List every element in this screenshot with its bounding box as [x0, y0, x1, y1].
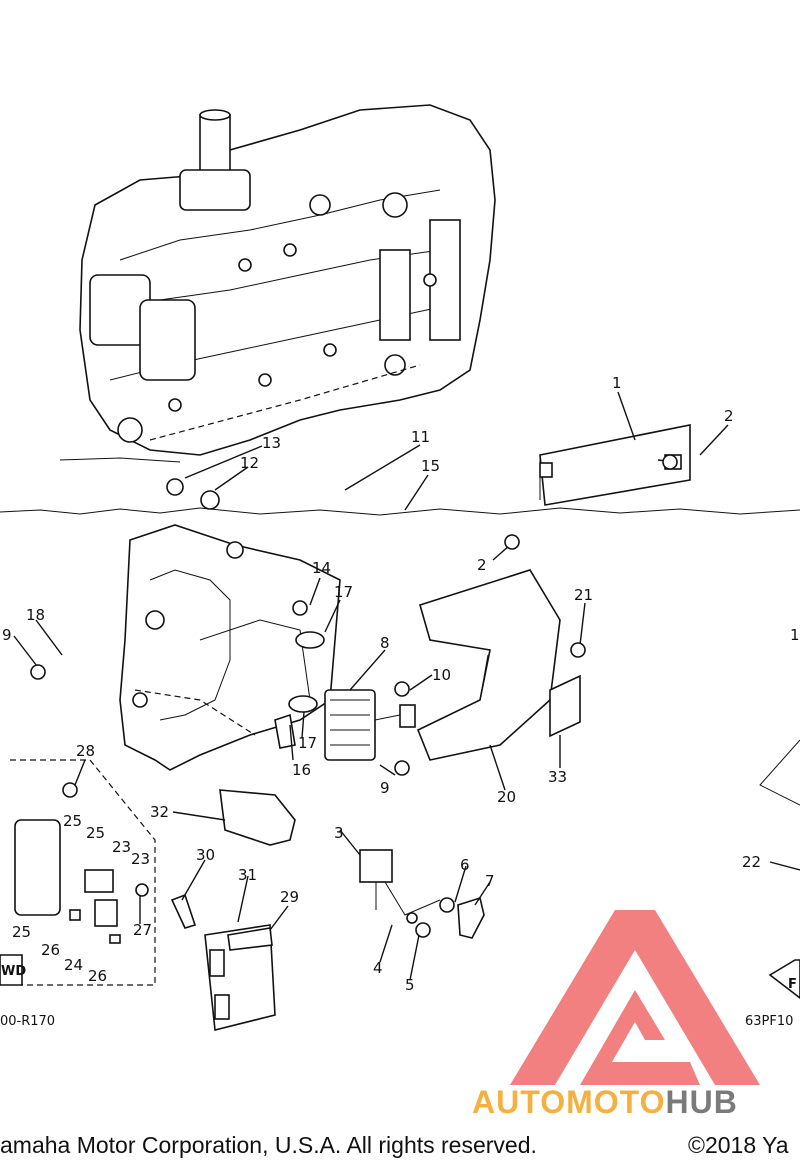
callout-27: 27: [133, 921, 152, 939]
callout-29: 29: [280, 888, 299, 906]
callout-26b: 26: [88, 967, 107, 985]
fwd-arrow-left: [0, 954, 23, 986]
callout-9b: 9: [380, 779, 390, 797]
callout-24: 24: [64, 956, 83, 974]
part-3-relay: [359, 849, 441, 924]
watermark-triangle-logo: [510, 910, 760, 1085]
callout-14: 14: [312, 559, 331, 577]
part-17-clamp-a: [295, 631, 325, 649]
callout-25c: 25: [12, 923, 31, 941]
part-32-protector: [219, 789, 296, 846]
fwd-label-right: F: [788, 977, 797, 992]
callout-16: 16: [292, 761, 311, 779]
drawing-code-left: 00-R170: [0, 1014, 55, 1029]
fwd-arrow-right: [768, 959, 800, 1000]
callout-25b: 25: [86, 824, 105, 842]
callout-33: 33: [548, 768, 567, 786]
callout-21: 21: [574, 586, 593, 604]
callout-22: 22: [742, 853, 761, 871]
callout-30: 30: [196, 846, 215, 864]
callout-17b: 17: [298, 734, 317, 752]
callout-23a: 23: [112, 838, 131, 856]
main-mounting-bracket: [119, 524, 341, 771]
callout-18: 18: [26, 606, 45, 624]
callout-1: 1: [612, 374, 622, 392]
bolts: [30, 454, 678, 938]
copyright-footer: amaha Motor Corporation, U.S.A. All righ…: [0, 1128, 800, 1165]
callout-labels: 1 2 11 13 12 15 2 14 17 21 18 1 9 8 10 1…: [2, 374, 800, 994]
callout-2a: 2: [724, 407, 734, 425]
fwd-label-left: WD: [1, 964, 26, 979]
callout-31: 31: [238, 866, 257, 884]
callout-7: 7: [485, 872, 495, 890]
part-8-connector: [324, 689, 416, 761]
callout-1b: 1: [790, 626, 800, 644]
callout-23b: 23: [131, 850, 150, 868]
callout-6: 6: [460, 856, 470, 874]
callout-3: 3: [334, 824, 344, 842]
drawing-code-right: 63PF10: [745, 1014, 793, 1029]
inset-subassembly: [10, 759, 156, 986]
callout-11: 11: [411, 428, 430, 446]
brand-part-2: HUB: [665, 1084, 738, 1120]
callout-10: 10: [432, 666, 451, 684]
callout-15: 15: [421, 457, 440, 475]
callout-2b: 2: [477, 556, 487, 574]
copyright-year: ©2018 Ya: [688, 1132, 789, 1158]
callout-17a: 17: [334, 583, 353, 601]
callout-13: 13: [262, 434, 281, 452]
part-16-bracket: [274, 713, 296, 749]
part-30-fuse-wire: [170, 893, 197, 929]
brand-part-1: AUTOMOTO: [472, 1084, 666, 1120]
callout-9a: 9: [2, 626, 12, 644]
part-29-fuse-box: [204, 924, 276, 1031]
engine-block-illustration: [79, 104, 496, 456]
callout-8: 8: [380, 634, 390, 652]
callout-25a: 25: [63, 812, 82, 830]
part-33-label: [549, 674, 581, 738]
callout-5: 5: [405, 976, 415, 994]
part-20-cover: [416, 569, 561, 761]
callout-28: 28: [76, 742, 95, 760]
callout-12: 12: [240, 454, 259, 472]
watermark-brand: AUTOMOTOHUB: [472, 1084, 738, 1121]
callout-4: 4: [373, 959, 383, 977]
callout-32: 32: [150, 803, 169, 821]
torn-edge: [0, 507, 800, 516]
callout-20: 20: [497, 788, 516, 806]
part-22-outline: [759, 739, 800, 806]
callout-26a: 26: [41, 941, 60, 959]
copyright-text: amaha Motor Corporation, U.S.A. All righ…: [0, 1132, 537, 1158]
part-17-clamp-b: [288, 695, 318, 713]
part-7-grommet: [457, 896, 485, 939]
